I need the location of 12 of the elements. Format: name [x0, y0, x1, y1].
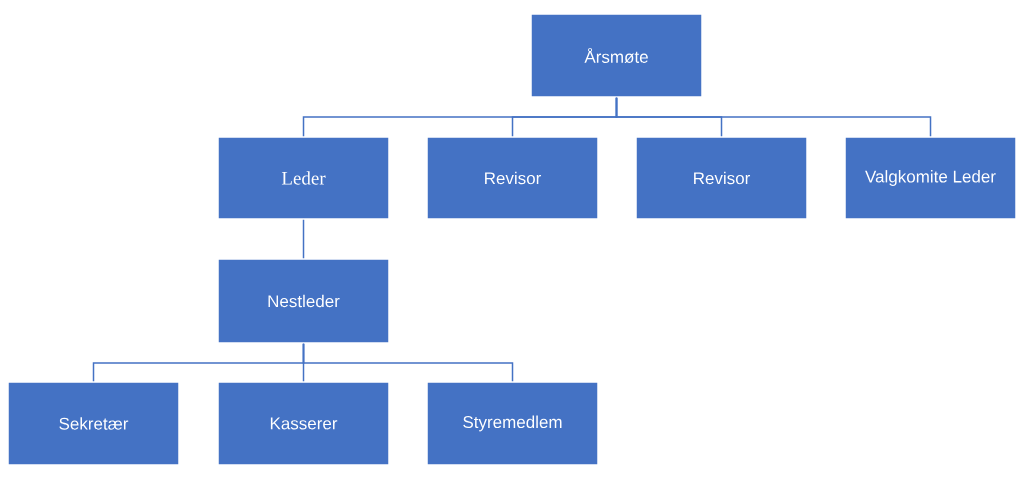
org-box: Sekretær	[7, 381, 180, 466]
connector-line	[615, 97, 932, 137]
org-box: Leder	[217, 136, 390, 220]
org-box: Styremedlem	[426, 381, 599, 466]
org-box: Nestleder	[217, 258, 390, 344]
org-box: Valgkomite Leder	[844, 136, 1017, 220]
connector-line	[302, 219, 305, 259]
org-box: Revisor	[426, 136, 599, 220]
org-box: Revisor	[635, 136, 808, 220]
connector-line	[302, 343, 514, 382]
org-box: Årsmøte	[530, 13, 703, 98]
org-box: Kasserer	[217, 381, 390, 466]
